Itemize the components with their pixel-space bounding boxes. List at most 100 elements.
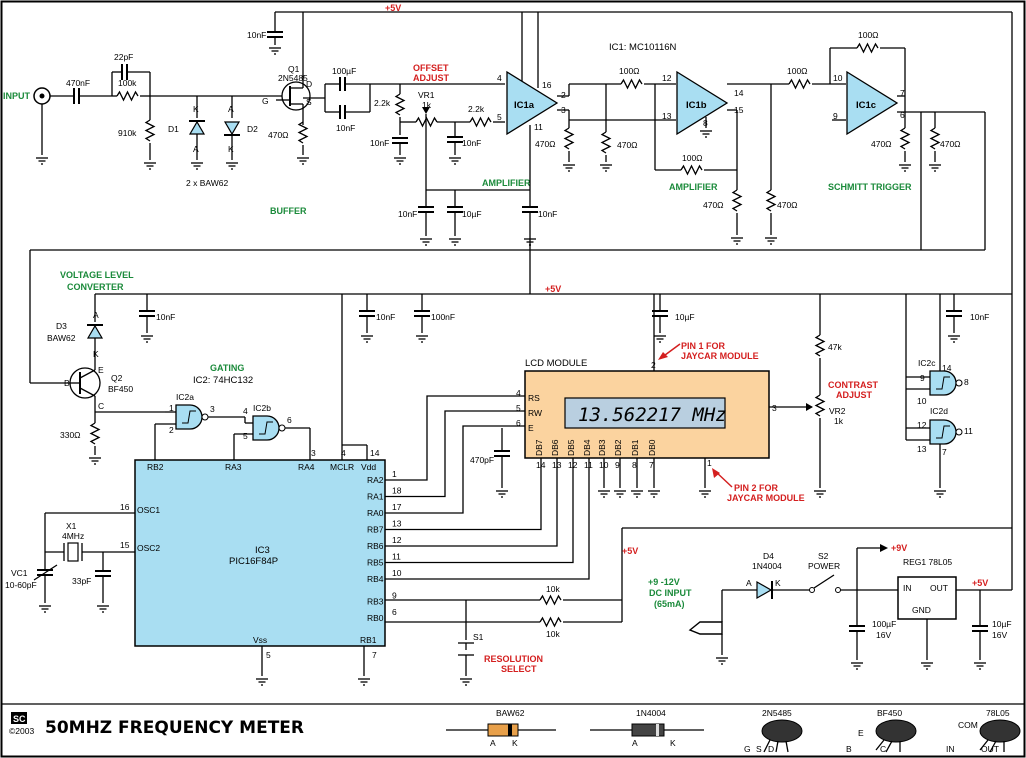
- buffer-label: BUFFER: [270, 206, 307, 216]
- svg-text:S: S: [306, 97, 312, 107]
- sc-logo: [11, 712, 27, 724]
- offset-network: 100µF 10nF OFFSET ADJUST 2.2k 10nF VR1 1…: [303, 63, 531, 246]
- svg-text:100Ω: 100Ω: [619, 66, 640, 76]
- ic2-label: IC2: 74HC132: [193, 375, 253, 386]
- svg-text:10µF: 10µF: [992, 619, 1012, 629]
- svg-text:K: K: [228, 144, 234, 154]
- gating-label: GATING: [210, 363, 244, 373]
- svg-text:6: 6: [516, 418, 521, 428]
- svg-text:100Ω: 100Ω: [682, 153, 703, 163]
- ic2b-label: IC2b: [253, 403, 271, 413]
- ic2a-label: IC2a: [176, 392, 194, 402]
- converter-label-1: VOLTAGE LEVEL: [60, 270, 134, 280]
- svg-text:470Ω: 470Ω: [535, 139, 556, 149]
- ic3-name: IC3: [255, 545, 270, 556]
- lcd-label: LCD MODULE: [525, 358, 587, 369]
- svg-text:RA4: RA4: [298, 462, 315, 472]
- svg-text:IN: IN: [946, 744, 955, 754]
- ic3-pin-name-rb5: RB5: [367, 558, 384, 568]
- svg-text:RA3: RA3: [225, 462, 242, 472]
- amplifier2-label: AMPLIFIER: [669, 182, 718, 192]
- svg-text:A: A: [193, 144, 199, 154]
- c-10nf-right-label: 10nF: [462, 138, 481, 148]
- svg-text:D: D: [306, 79, 312, 89]
- lcd-pin-num-9: 9: [615, 460, 620, 470]
- d4-type: 1N4004: [752, 561, 782, 571]
- svg-text:470Ω: 470Ω: [940, 139, 961, 149]
- diode-d1: K A D1: [168, 96, 206, 170]
- svg-text:IC1b: IC1b: [686, 100, 707, 111]
- ic3-pin-num-6: 6: [392, 607, 397, 617]
- svg-text:E: E: [98, 365, 104, 375]
- svg-text:10: 10: [917, 396, 927, 406]
- r-2k2-a-label: 2.2k: [374, 98, 391, 108]
- svg-text:G: G: [744, 744, 751, 754]
- diode-d2: A K D2 2 x BAW62: [186, 96, 258, 188]
- ic3-right-pins: RA21RA118RA017RB713RB612RB511RB410RB39RB…: [367, 395, 590, 623]
- diode-pair-label: 2 x BAW62: [186, 178, 228, 188]
- input-stage: INPUT 470nF 22pF 100k 910k: [3, 52, 286, 170]
- svg-text:15: 15: [734, 105, 744, 115]
- c-10nf-amp-b-label: 10nF: [538, 209, 557, 219]
- schematic-title: 50MHZ FREQUENCY METER: [45, 718, 304, 738]
- svg-text:E: E: [528, 423, 534, 433]
- lcd-module: LCD MODULE 13.562217 MHz RS RW E 4 5 6 D…: [470, 294, 812, 503]
- svg-text:K: K: [193, 104, 199, 114]
- converter-label-2: CONVERTER: [67, 282, 124, 292]
- svg-text:RS: RS: [528, 393, 540, 403]
- svg-text:OUT: OUT: [981, 744, 999, 754]
- bus-wire: [385, 395, 525, 481]
- svg-text:C: C: [98, 401, 104, 411]
- bus-wire: [385, 458, 542, 531]
- lcd-pin-num-11: 11: [584, 460, 593, 470]
- c-470pf-label: 470pF: [470, 455, 494, 465]
- ic2c-ic2d: IC2c 9 10 8 14 IC2d 12 13 11 7: [905, 294, 973, 498]
- svg-text:IC1c: IC1c: [856, 100, 876, 111]
- svg-text:5: 5: [497, 112, 502, 122]
- svg-text:100Ω: 100Ω: [858, 30, 879, 40]
- lcd-pin-num-7: 7: [649, 460, 654, 470]
- svg-text:4: 4: [243, 406, 248, 416]
- c-10nf-left-label: 10nF: [370, 138, 389, 148]
- amplifier1-label: AMPLIFIER: [482, 178, 531, 188]
- bus-wire: [385, 458, 558, 547]
- plus9v-label: +9V: [891, 543, 907, 553]
- bus-wire: [385, 410, 525, 498]
- ic3-pin-num-11: 11: [392, 552, 401, 562]
- svg-text:K: K: [93, 349, 99, 359]
- svg-text:E: E: [858, 728, 864, 738]
- ic3-pin-num-13: 13: [392, 519, 402, 529]
- resolution-select: 10k 10k +5V S1 RESOLUTION SELECT: [385, 527, 1012, 686]
- ic2c-label: IC2c: [918, 358, 936, 368]
- ic3-pin-name-rb0: RB0: [367, 613, 384, 623]
- svg-text:11: 11: [964, 426, 973, 436]
- svg-text:2N5485: 2N5485: [762, 708, 792, 718]
- d2-label: D2: [247, 124, 258, 134]
- lcd-pin-name-db5: DB5: [566, 439, 576, 456]
- svg-text:RW: RW: [528, 408, 542, 418]
- svg-text:470Ω: 470Ω: [777, 200, 798, 210]
- svg-text:3: 3: [772, 403, 777, 413]
- ic3-pin-name-rb6: RB6: [367, 541, 384, 551]
- ground-symbol: [647, 490, 661, 498]
- ic3-pin-name-rb7: RB7: [367, 525, 384, 535]
- lcd-pin-name-db6: DB6: [550, 439, 560, 456]
- plus5v-label-reg: +5V: [972, 578, 988, 588]
- svg-text:A: A: [632, 738, 638, 748]
- ic3-pin-name-ra0: RA0: [367, 508, 384, 518]
- s2-label: S2: [818, 551, 829, 561]
- svg-text:47k: 47k: [828, 342, 842, 352]
- svg-text:100Ω: 100Ω: [787, 66, 808, 76]
- lcd-pin-name-db3: DB3: [597, 439, 607, 456]
- ic3-pin-num-12: 12: [392, 535, 402, 545]
- svg-text:3: 3: [210, 404, 215, 414]
- resolution-label-2: SELECT: [501, 664, 537, 674]
- svg-text:4: 4: [497, 73, 502, 83]
- dc-jack: [688, 621, 723, 635]
- svg-text:BAW62: BAW62: [496, 708, 525, 718]
- ic3-pin-num-18: 18: [392, 486, 402, 496]
- gating-ic2: GATING IC2: 74HC132 IC2a 1 2 3 IC2b 4 5 …: [154, 363, 311, 460]
- svg-text:S: S: [756, 744, 762, 754]
